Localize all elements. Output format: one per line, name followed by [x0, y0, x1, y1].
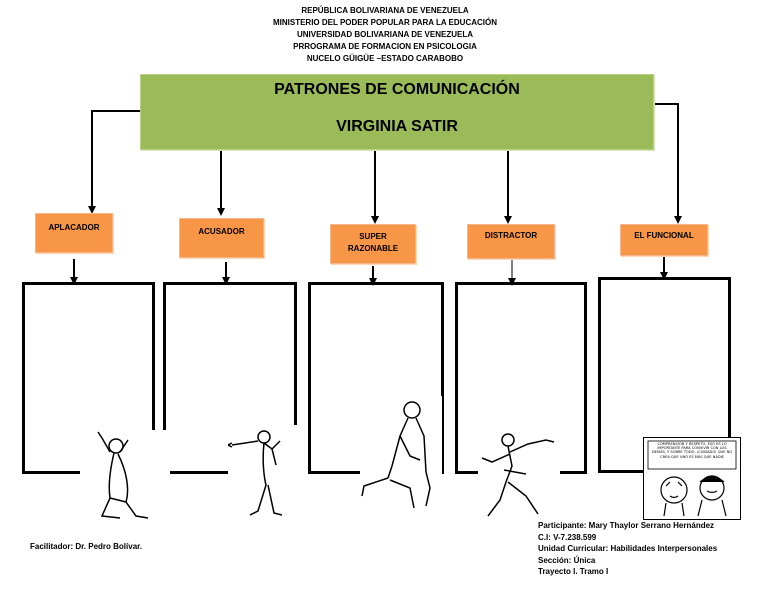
category-super-label-2: RAZONABLE: [347, 244, 399, 253]
participant-name: Participante: Mary Thaylor Serrano Herná…: [538, 521, 715, 530]
page-title: PATRONES DE COMUNICACIÓN: [274, 81, 520, 98]
comic-illustration: COMPRENSIÓN Y RESPETO, ESO ES LO IMPORTA…: [647, 440, 737, 517]
congruent-comic-image: COMPRENSIÓN Y RESPETO, ESO ES LO IMPORTA…: [643, 437, 741, 520]
category-acusador-label: ACUSADOR: [198, 227, 245, 236]
arrow-title-aplacador: [88, 110, 140, 214]
category-distractor-label: DISTRACTOR: [484, 231, 538, 240]
arrow-title-funcional: [654, 103, 682, 224]
comic-speech-text: COMPRENSIÓN Y RESPETO, ESO ES LO IMPORTA…: [651, 442, 733, 459]
distracting-figure-image: [478, 430, 560, 520]
section-name: Sección: Única: [538, 555, 596, 565]
participant-info: Participante: Mary Thaylor Serrano Herná…: [538, 520, 717, 578]
header-line-1: REPÚBLICA BOLIVARIANA DE VENEZUELA: [301, 6, 469, 15]
title-box: PATRONES DE COMUNICACIÓN VIRGINIA SATIR: [140, 74, 654, 150]
category-super-razonable: SUPER RAZONABLE: [330, 224, 416, 264]
header-line-3: UNIVERSIDAD BOLIVARIANA DE VENEZUELA: [296, 30, 473, 39]
page-subtitle: VIRGINIA SATIR: [336, 118, 458, 135]
super-reasonable-figure-image: [360, 396, 442, 514]
facilitator-text: Facilitador: Dr. Pedro Bolívar.: [30, 542, 143, 551]
category-aplacador-label: APLACADOR: [48, 223, 100, 232]
header-line-5: NUCELO GÜIGÜE –ESTADO CARABOBO: [306, 54, 464, 63]
blaming-figure-image: [228, 425, 300, 519]
category-distractor: DISTRACTOR: [467, 224, 555, 259]
header-line-4: PRROGRAMA DE FORMACION EN PSICOLOGIA: [293, 42, 477, 51]
placating-figure-image: [80, 430, 170, 522]
category-funcional-label: EL FUNCIONAL: [634, 231, 694, 240]
category-aplacador: APLACADOR: [35, 213, 113, 253]
institution-header: REPÚBLICA BOLIVARIANA DE VENEZUELA MINIS…: [250, 5, 520, 65]
course-name: Unidad Curricular: Habilidades Interpers…: [538, 544, 718, 553]
trayecto-name: Trayecto I. Tramo I: [538, 567, 609, 576]
category-funcional: EL FUNCIONAL: [620, 224, 708, 256]
category-super-label-1: SUPER: [359, 232, 387, 241]
category-acusador: ACUSADOR: [179, 218, 264, 258]
participant-ci: C.I: V-7.238.599: [538, 532, 597, 542]
header-line-2: MINISTERIO DEL PODER POPULAR PARA LA EDU…: [272, 18, 497, 27]
